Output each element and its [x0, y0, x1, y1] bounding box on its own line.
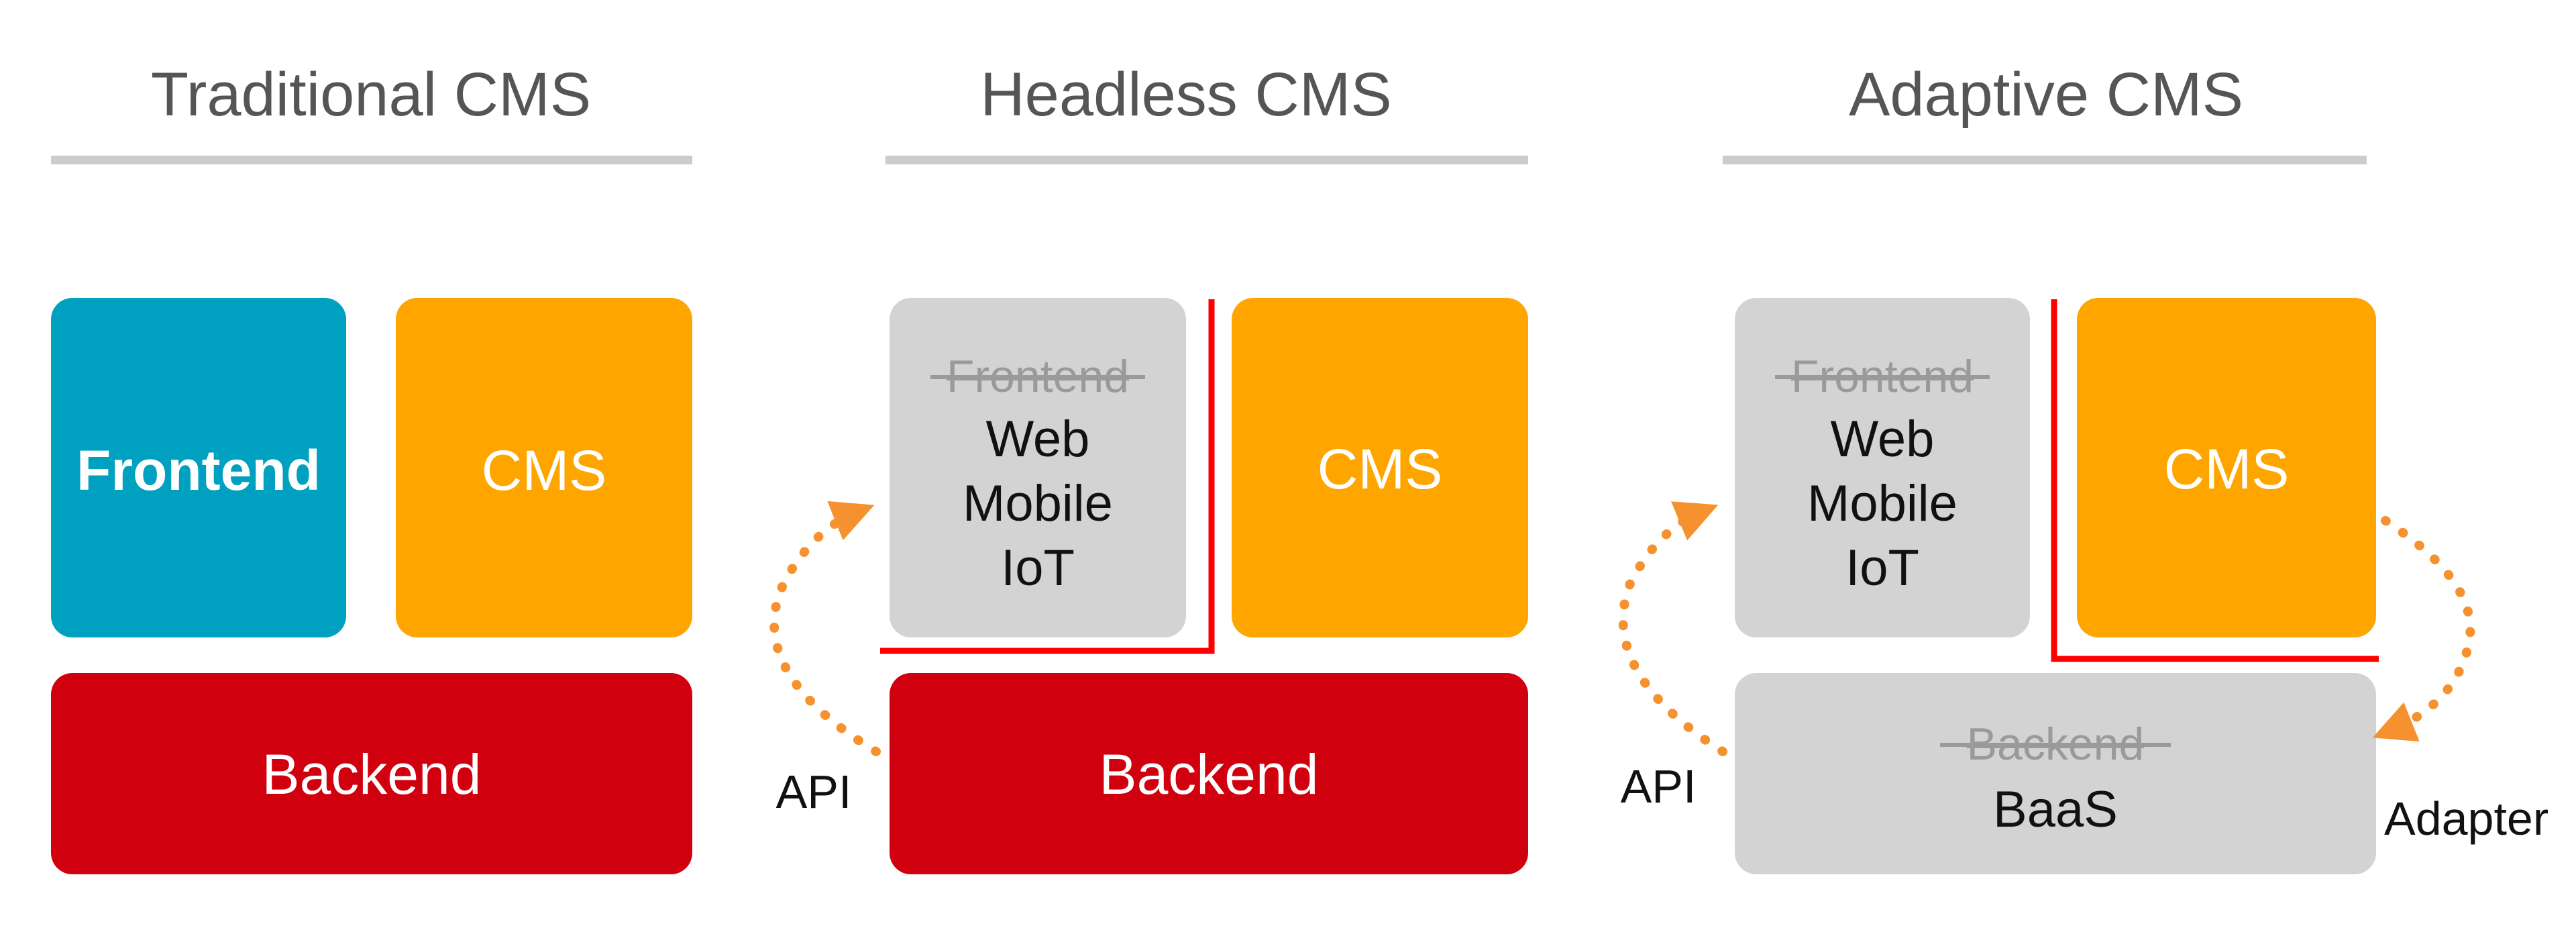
cms-box [396, 298, 692, 637]
adapter-arrow [2372, 516, 2475, 742]
api-label: API [776, 766, 852, 818]
backend-box [51, 673, 692, 874]
frontend-box [890, 298, 1186, 637]
backend-label: Backend [1099, 743, 1319, 806]
title-divider [1723, 156, 2367, 164]
decoupling-line [880, 299, 1215, 654]
frontend-line-mobile: Mobile [963, 475, 1113, 532]
panel-title: Headless CMS [980, 60, 1392, 129]
api-arrow [1618, 501, 1727, 756]
backend-label: Backend [262, 743, 482, 806]
cms-label: CMS [2164, 437, 2290, 501]
title-divider [885, 156, 1528, 164]
api-label: API [1621, 760, 1697, 813]
title-divider [51, 156, 692, 164]
adapter-label: Adapter [2384, 792, 2548, 845]
cms-box [1232, 298, 1528, 637]
panel-adaptive-cms: Adaptive CMS Frontend Web Mobile IoT CMS… [1618, 60, 2548, 874]
decoupling-line [2051, 299, 2379, 662]
backend-box [1735, 673, 2376, 874]
panel-title: Adaptive CMS [1849, 60, 2243, 129]
baas-label: BaaS [1993, 781, 2118, 838]
frontend-line-mobile: Mobile [1807, 475, 1957, 532]
frontend-box [1735, 298, 2030, 637]
panel-traditional-cms: Traditional CMS Frontend CMS Backend [51, 60, 692, 874]
api-arrow [769, 501, 881, 756]
frontend-line-iot: IoT [1845, 539, 1919, 597]
cms-label: CMS [1318, 437, 1443, 501]
panel-headless-cms: Headless CMS Frontend Web Mobile IoT CMS… [769, 60, 1528, 874]
cms-box [2077, 298, 2376, 637]
panel-title: Traditional CMS [151, 60, 591, 129]
frontend-line-iot: IoT [1001, 539, 1075, 597]
frontend-line-web: Web [986, 411, 1090, 468]
frontend-box [51, 298, 346, 637]
frontend-label: Frontend [76, 439, 321, 502]
frontend-line-web: Web [1831, 411, 1935, 468]
cms-label: CMS [482, 439, 607, 502]
backend-box [890, 673, 1528, 874]
